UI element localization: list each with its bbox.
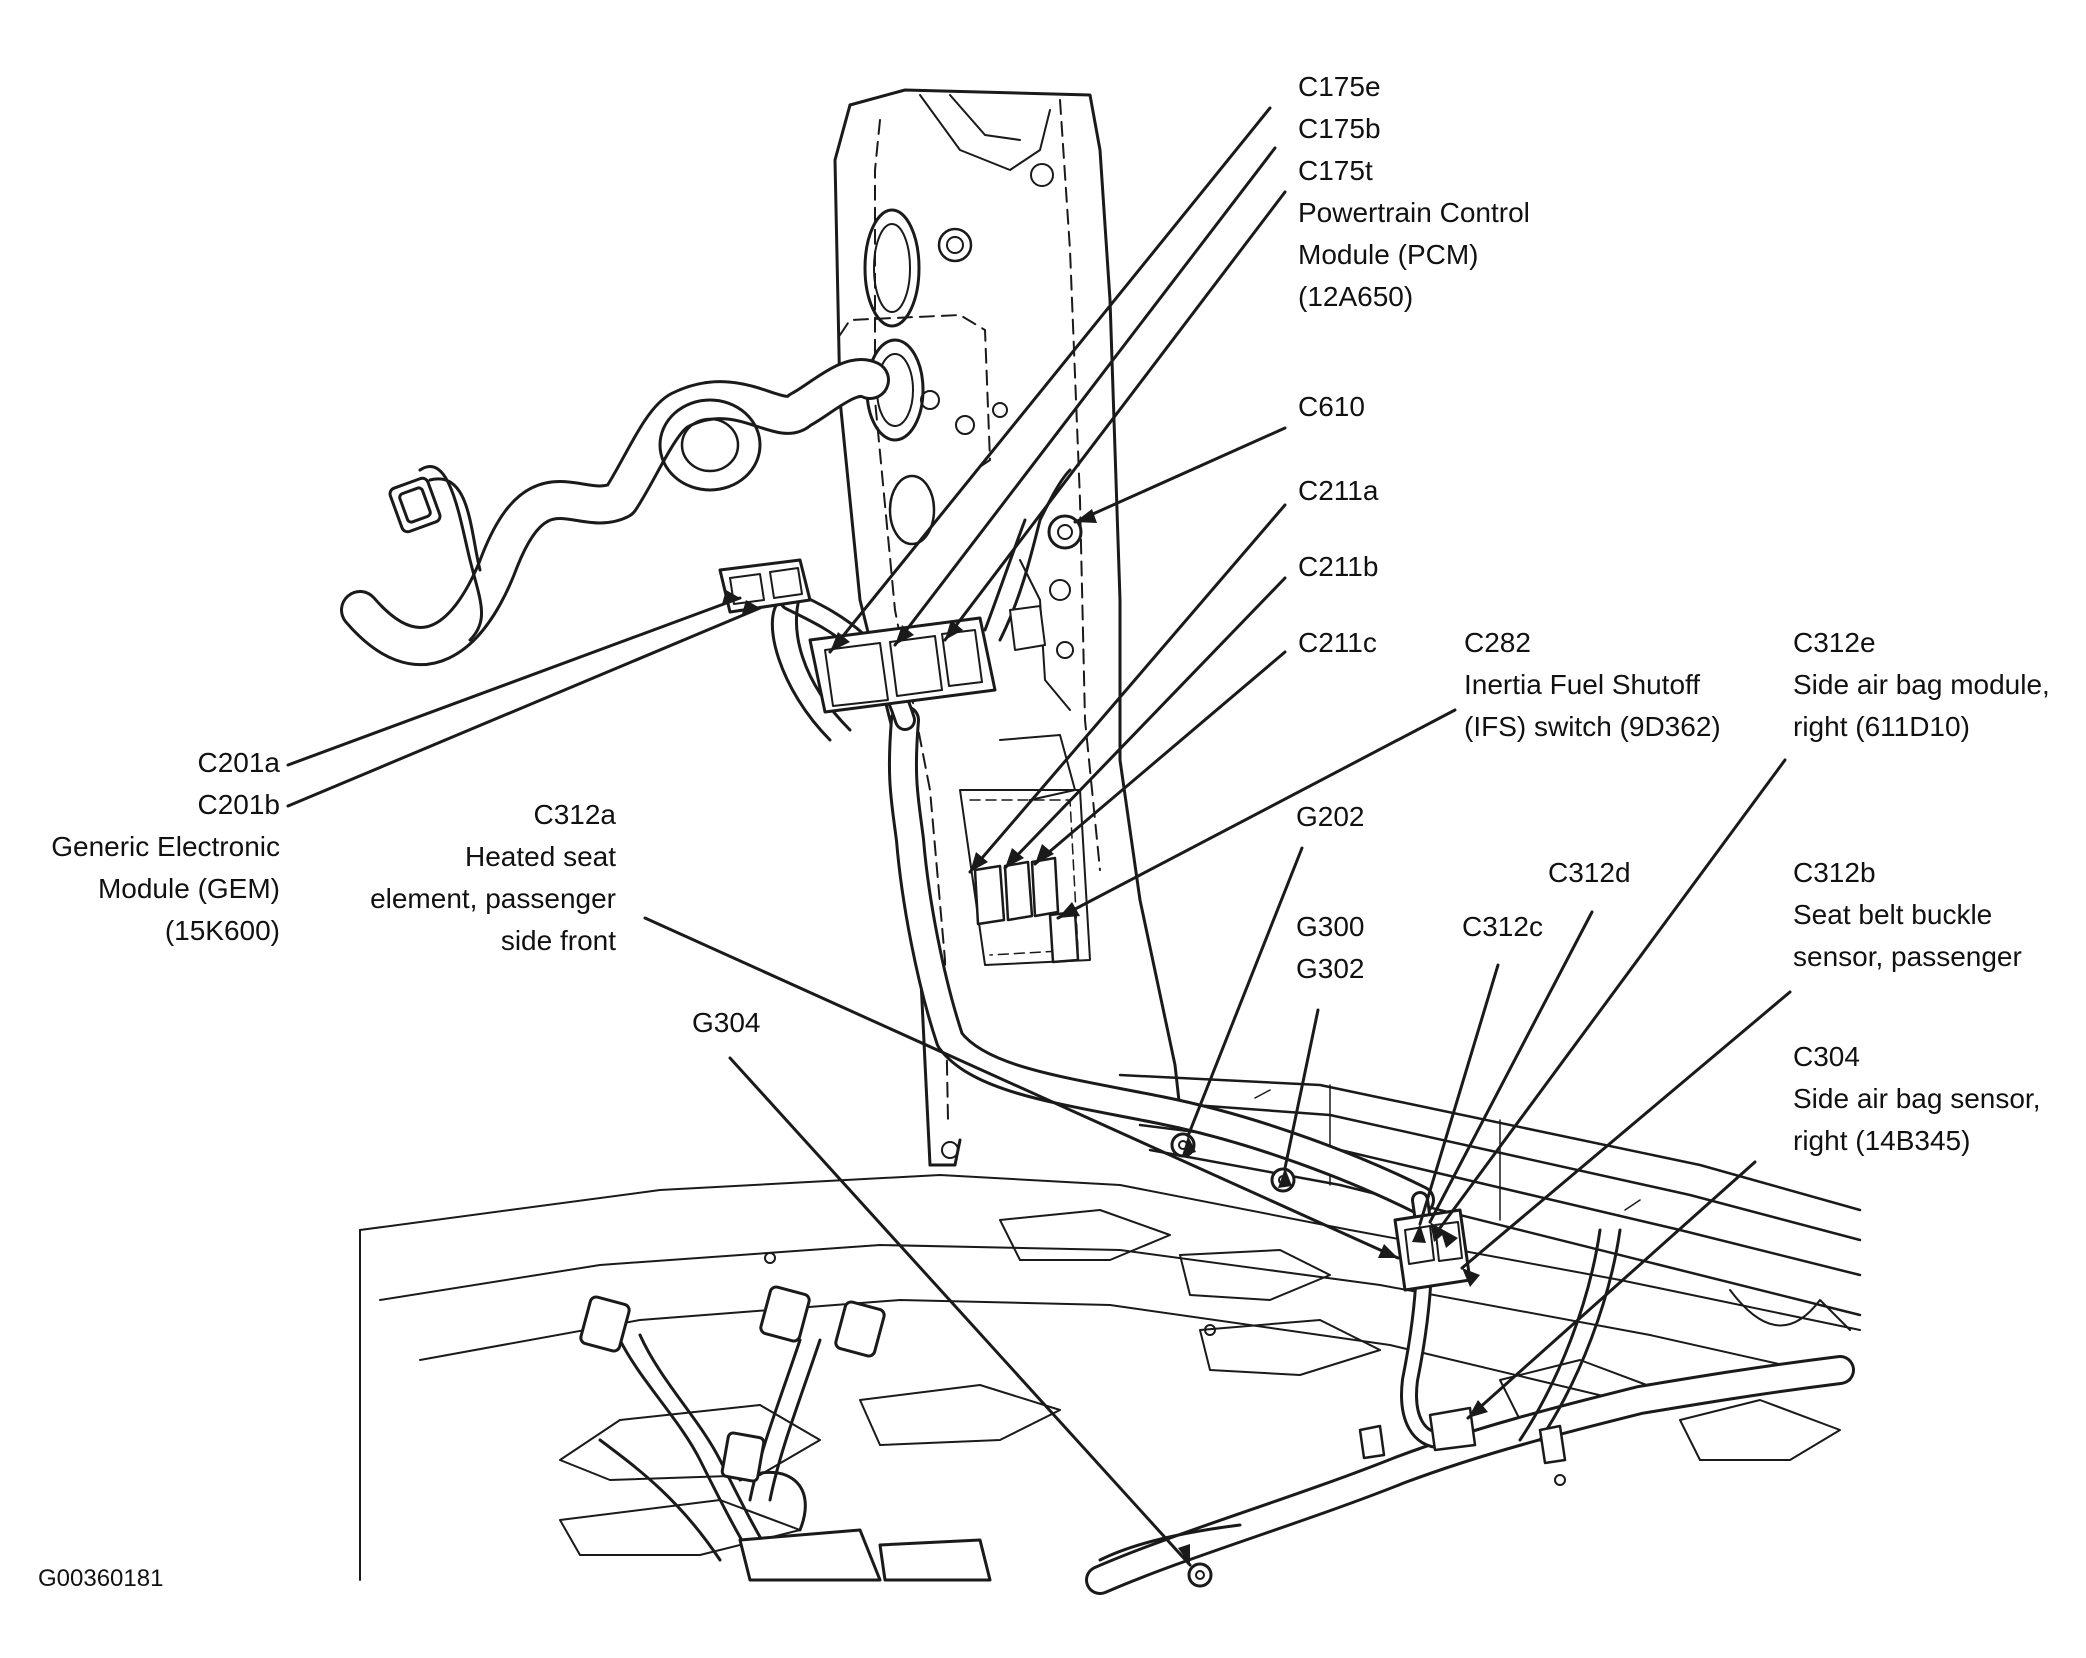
callout-c304: C304 Side air bag sensor, right (14B345) <box>1793 1036 2041 1162</box>
callout-c282-ifs: C282 Inertia Fuel Shutoff (IFS) switch (… <box>1464 622 1721 748</box>
callout-c211b: C211b <box>1298 546 1378 588</box>
label-c282: C282 <box>1464 627 1531 658</box>
label-c312e-line2: right (611D10) <box>1793 711 1970 742</box>
label-gem-line3: (15K600) <box>164 915 280 946</box>
label-gem-line1: Generic Electronic <box>51 831 280 862</box>
callout-c610: C610 <box>1298 386 1365 428</box>
callout-g202: G202 <box>1296 796 1365 838</box>
leader-lines <box>286 106 1792 1567</box>
label-gem-line2: Module (GEM) <box>97 873 280 904</box>
label-c175t: C175t <box>1298 155 1373 186</box>
arrowheads <box>722 509 1488 1565</box>
label-c312b-line2: sensor, passenger <box>1793 941 2022 972</box>
connectors <box>388 476 1567 1588</box>
wiring-harness <box>340 358 1855 1595</box>
label-pcm-line3: (12A650) <box>1298 281 1414 312</box>
label-c312a-line3: side front <box>500 925 616 956</box>
label-g302: G302 <box>1296 953 1365 984</box>
figure-code: G00360181 <box>38 1565 164 1592</box>
callout-c312a: C312a Heated seat element, passenger sid… <box>350 794 616 962</box>
label-c175b: C175b <box>1298 113 1381 144</box>
label-c312a-line2: element, passenger <box>370 883 616 914</box>
callout-c201-gem: C201a C201b Generic Electronic Module (G… <box>40 742 280 952</box>
callout-c312b: C312b Seat belt buckle sensor, passenger <box>1793 852 2022 978</box>
label-g304: G304 <box>692 1007 761 1038</box>
label-c304-line2: right (14B345) <box>1793 1125 1971 1156</box>
callout-c312c: C312c <box>1462 906 1543 948</box>
label-c211a: C211a <box>1298 475 1379 506</box>
rocker-sill <box>1118 1073 1862 1317</box>
label-g202: G202 <box>1296 801 1365 832</box>
label-c312a: C312a <box>533 799 616 830</box>
label-c312b-line1: Seat belt buckle <box>1793 899 1993 930</box>
label-g300: G300 <box>1296 911 1365 942</box>
label-c312d: C312d <box>1548 857 1631 888</box>
label-c175e: C175e <box>1298 71 1381 102</box>
label-c211c: C211c <box>1298 627 1377 658</box>
label-pcm-line2: Module (PCM) <box>1298 239 1479 270</box>
callout-c175-pcm: C175e C175b C175t Powertrain Control Mod… <box>1298 66 1530 318</box>
label-c610: C610 <box>1298 391 1365 422</box>
label-c312c: C312c <box>1462 911 1543 942</box>
label-c312b: C312b <box>1793 857 1876 888</box>
floor-pan <box>359 1174 1861 1581</box>
callout-c211c: C211c <box>1298 622 1377 664</box>
label-c304-line1: Side air bag sensor, <box>1793 1083 2041 1114</box>
callout-c312e: C312e Side air bag module, right (611D10… <box>1793 622 2050 748</box>
label-c201a: C201a <box>197 747 280 778</box>
label-c304: C304 <box>1793 1041 1860 1072</box>
callout-g300-g302: G300 G302 <box>1296 906 1365 990</box>
callout-g304: G304 <box>692 1002 761 1044</box>
label-c312a-line1: Heated seat <box>465 841 616 872</box>
callout-c211a: C211a <box>1298 470 1378 512</box>
label-c312e: C312e <box>1793 627 1876 658</box>
label-pcm-line1: Powertrain Control <box>1298 197 1530 228</box>
label-c201b: C201b <box>197 789 280 820</box>
label-c312e-line1: Side air bag module, <box>1793 669 2050 700</box>
label-ifs-line1: Inertia Fuel Shutoff <box>1464 669 1701 700</box>
label-ifs-line2: (IFS) switch (9D362) <box>1464 711 1721 742</box>
callout-c312d: C312d <box>1548 852 1631 894</box>
label-c211b: C211b <box>1298 551 1379 582</box>
